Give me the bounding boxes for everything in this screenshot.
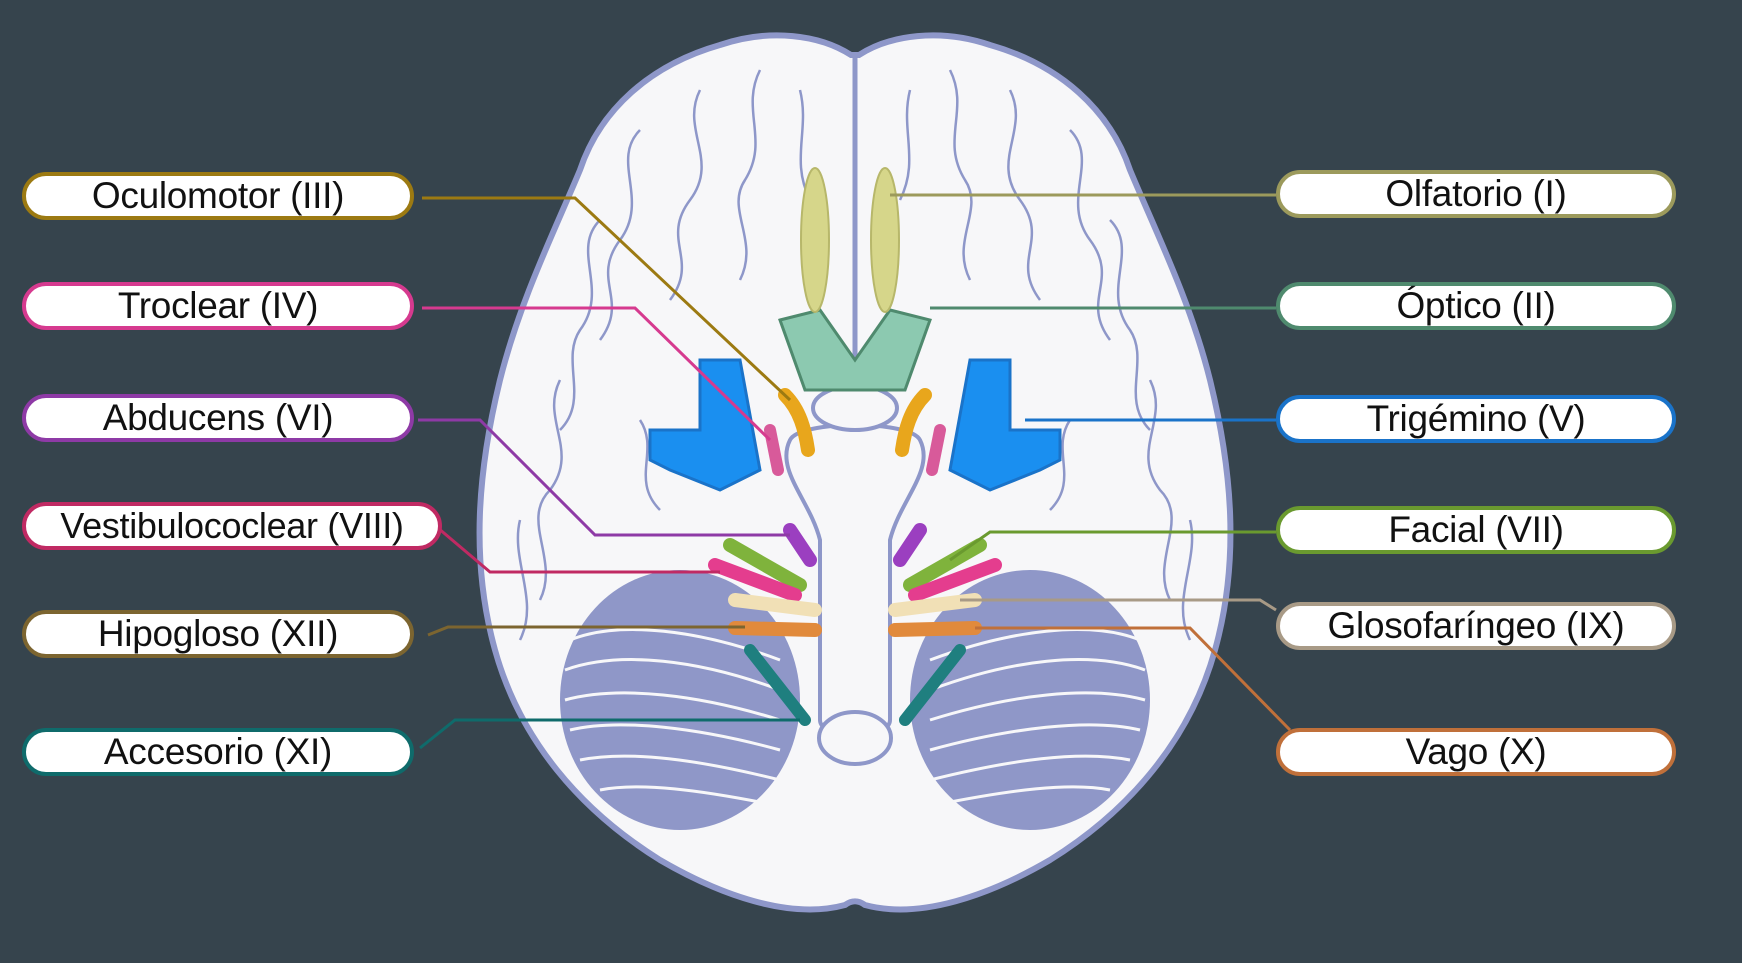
label-glosofaringeo: Glosofaríngeo (IX) (1276, 602, 1676, 650)
connector-lines (418, 193, 1292, 750)
line-troclear (422, 306, 772, 442)
label-vago: Vago (X) (1276, 728, 1676, 776)
label-hipogloso: Hipogloso (XII) (22, 610, 414, 658)
olfactory-bulb-left (800, 167, 830, 313)
line-hipogloso (427, 625, 745, 637)
line-vago (975, 626, 1292, 732)
label-optico: Óptico (II) (1276, 282, 1676, 330)
line-glosofaringeo (960, 598, 1277, 612)
label-oculomotor: Oculomotor (III) (22, 172, 414, 220)
label-olfatorio: Olfatorio (I) (1276, 170, 1676, 218)
olfactory-bulb-right (870, 167, 900, 313)
label-accesorio: Accesorio (XI) (22, 728, 414, 776)
line-abducens (418, 418, 790, 537)
medulla-section (817, 710, 893, 766)
label-trigemino: Trigémino (V) (1276, 395, 1676, 443)
optic-nerve-shape (778, 308, 932, 392)
trigeminal-nerves (648, 358, 1062, 492)
line-vestibulococlear (437, 526, 720, 574)
label-facial: Facial (VII) (1276, 506, 1676, 554)
label-vestibulococlear: Vestibulococlear (VIII) (22, 502, 442, 550)
line-oculomotor (422, 196, 792, 402)
line-accesorio (419, 718, 800, 750)
label-abducens: Abducens (VI) (22, 394, 414, 442)
optic-chiasm (811, 384, 899, 432)
label-troclear: Troclear (IV) (22, 282, 414, 330)
line-facial (949, 530, 1276, 562)
